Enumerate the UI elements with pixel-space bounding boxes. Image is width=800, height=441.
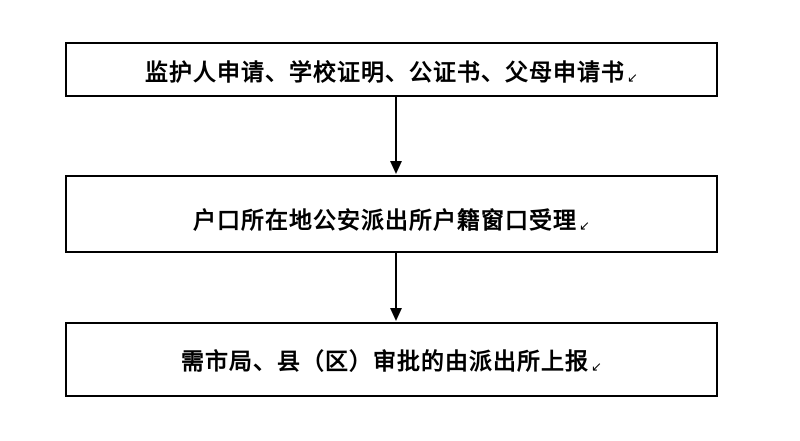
arrow-shaft	[395, 97, 397, 161]
down-arrow-icon	[390, 253, 402, 321]
arrow-shaft	[395, 253, 397, 308]
flow-step-documents: 监护人申请、学校证明、公证书、父母申请书 ↙	[65, 42, 718, 97]
flow-step-label: 监护人申请、学校证明、公证书、父母申请书	[145, 59, 626, 86]
line-break-mark-icon: ↙	[627, 70, 638, 86]
arrow-head	[390, 308, 402, 321]
down-arrow-icon	[390, 97, 402, 174]
arrow-head	[390, 161, 402, 174]
flow-step-report: 需市局、县（区）审批的由派出所上报 ↙	[65, 322, 718, 397]
flow-step-acceptance: 户口所在地公安派出所户籍窗口受理 ↙	[65, 175, 718, 253]
line-break-mark-icon: ↙	[591, 360, 602, 375]
line-break-mark-icon: ↙	[579, 219, 590, 234]
flow-step-label: 户口所在地公安派出所户籍窗口受理	[193, 208, 578, 234]
flow-step-label: 需市局、县（区）审批的由派出所上报	[181, 349, 590, 375]
